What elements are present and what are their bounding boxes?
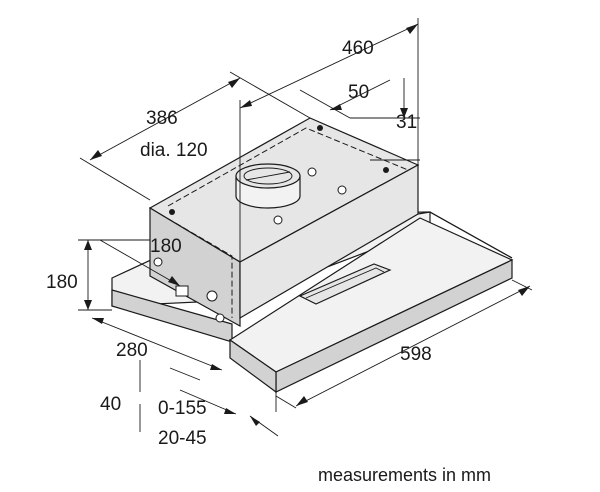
- dim-label-598: 598: [400, 344, 432, 365]
- mount-hole: [169, 209, 175, 215]
- mount-hole: [383, 167, 389, 173]
- dim-label-460: 460: [342, 38, 374, 59]
- side-clip: [175, 285, 189, 297]
- dim-label-386: 386: [146, 108, 178, 129]
- units-caption: measurements in mm: [318, 465, 491, 485]
- dim-label-40: 40: [100, 394, 121, 415]
- side-hole: [206, 290, 218, 302]
- slide-rail: [417, 211, 513, 259]
- dim-label-0-155: 0-155: [158, 398, 207, 419]
- dim-label-50: 50: [348, 82, 369, 103]
- hood-hidden-edge: [159, 213, 233, 318]
- dimension-lines: [78, 18, 533, 437]
- front-panel: [228, 211, 514, 394]
- mount-hole: [317, 125, 323, 131]
- side-hole: [215, 313, 225, 323]
- dim-label-280: 280: [116, 340, 148, 361]
- vent-hole: [337, 185, 347, 195]
- dim-label-dia-120: dia. 120: [140, 140, 208, 161]
- hood-hidden-edge-top: [167, 127, 409, 207]
- dimension-labels: 460 386 50 31 dia. 120 180 180 280 40 0-…: [46, 38, 432, 449]
- dim-label-height-180: 180: [46, 272, 78, 293]
- dim-label-31: 31: [396, 112, 417, 133]
- side-hole: [153, 257, 163, 267]
- vent-hole: [273, 215, 283, 225]
- panel-handle: [298, 263, 392, 305]
- hood-left-side: [149, 206, 241, 328]
- dim-label-inner-180: 180: [150, 236, 182, 257]
- dim-label-20-45: 20-45: [158, 428, 207, 449]
- vent-hole: [307, 167, 317, 177]
- duct-collar: [235, 163, 301, 209]
